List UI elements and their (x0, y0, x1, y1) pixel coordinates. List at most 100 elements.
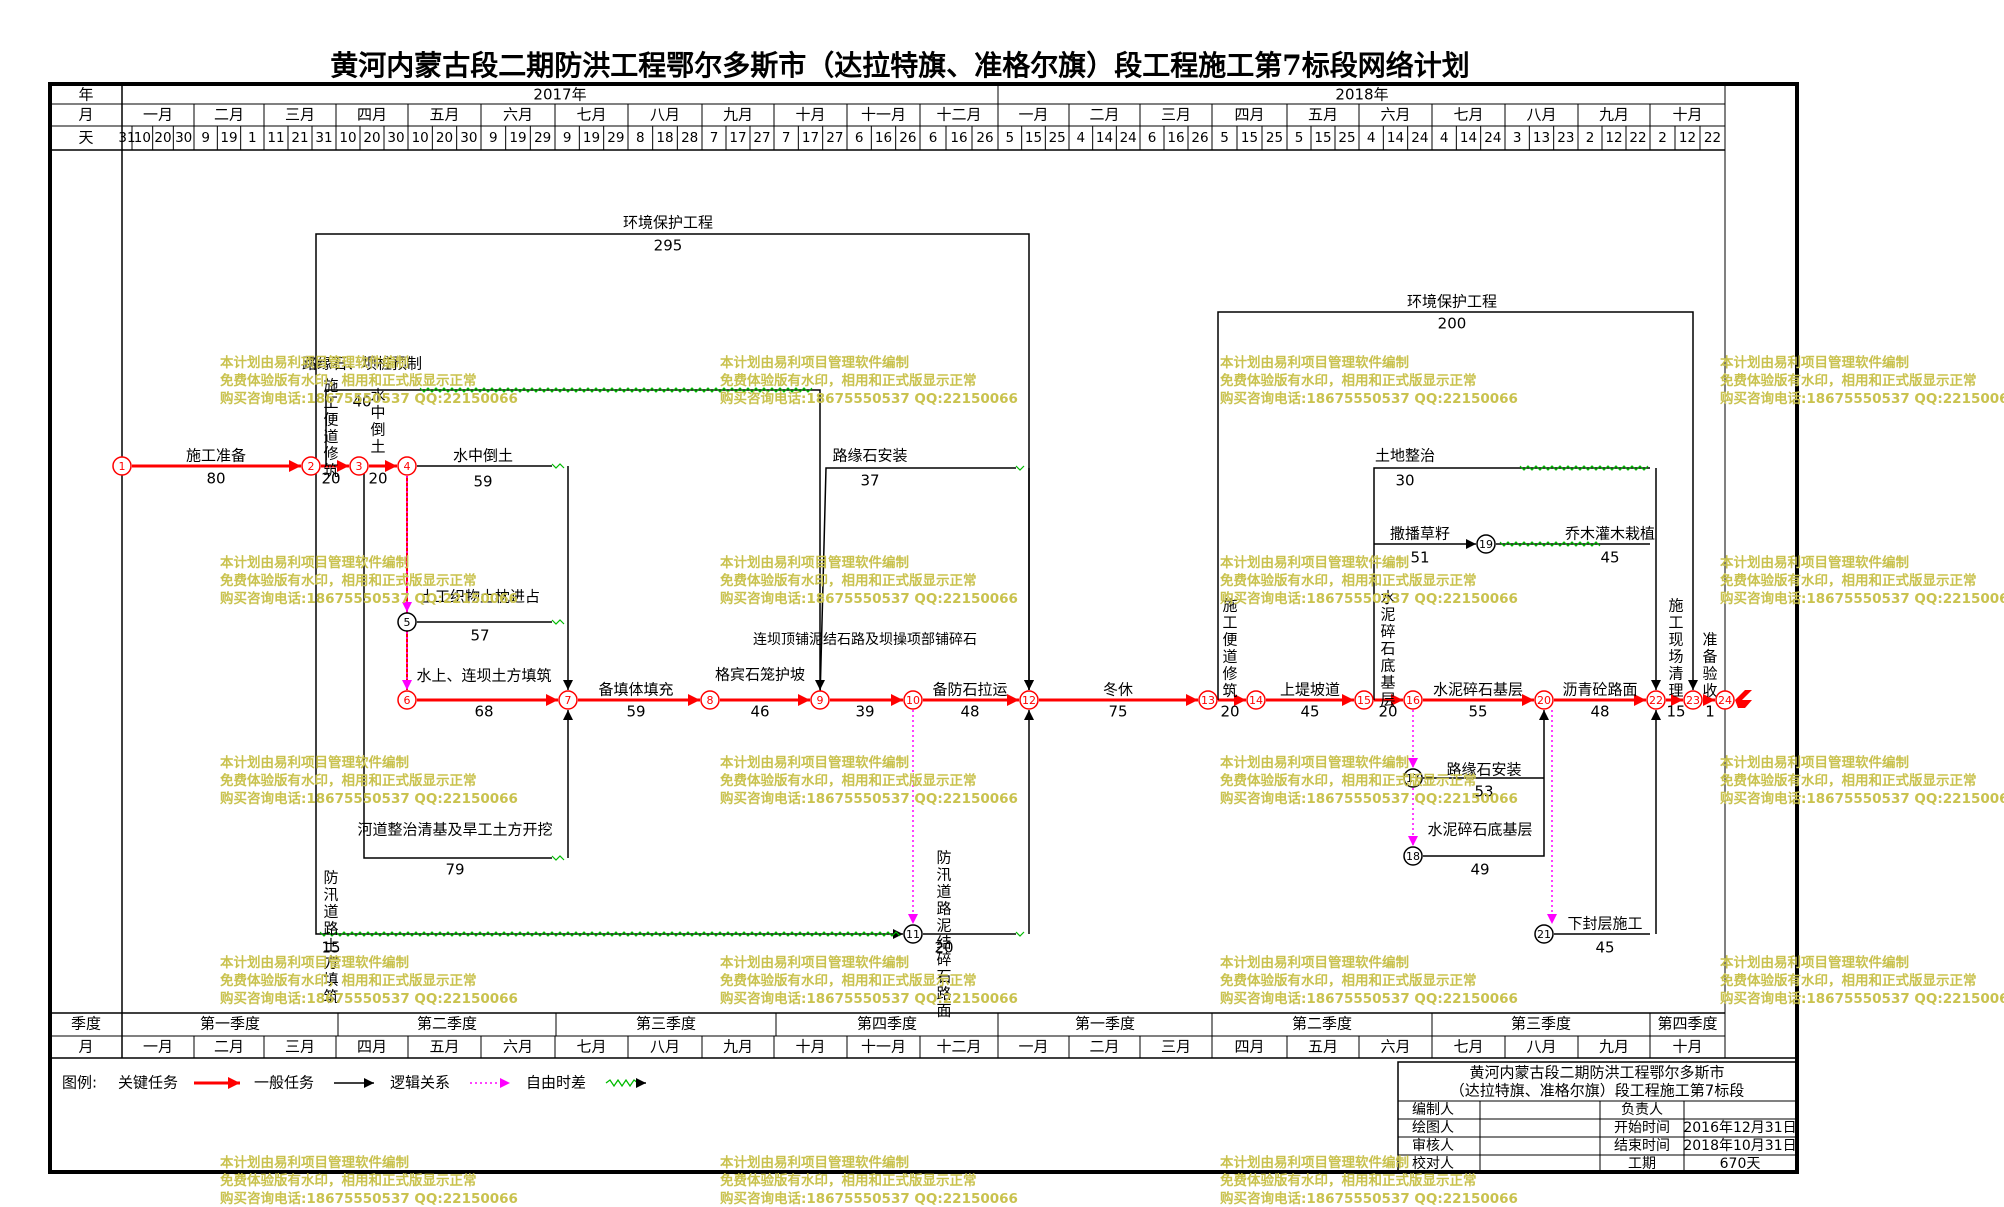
day-label: 14 (1460, 130, 1477, 146)
task-label: 层 (1380, 691, 1395, 709)
day-label: 10 (412, 130, 429, 146)
day-label: 5 (1220, 130, 1229, 146)
year-label-2018: 2018年 (1335, 86, 1388, 104)
task-arrow (1217, 311, 1698, 700)
watermark-line1: 本计划由易利项目管理软件编制 (1220, 554, 1409, 571)
task-label: 冬休 (1103, 681, 1133, 699)
watermark-line1: 本计划由易利项目管理软件编制 (220, 1154, 409, 1171)
task-duration: 75 (1108, 703, 1127, 721)
task-label: 填 (323, 971, 338, 989)
task-label: 沥青砼路面 (1562, 681, 1637, 699)
day-label: 20 (363, 130, 380, 146)
task-arrow (325, 389, 825, 690)
task-label: 筑 (323, 988, 338, 1006)
free-float-wave (1015, 931, 1025, 937)
task-label: 石 (936, 968, 951, 986)
task-label: 施 (1222, 597, 1237, 615)
month-header-label: 一月 (143, 106, 173, 124)
footer-month-label: 九月 (1599, 1038, 1629, 1056)
watermark-line2: 免费体验版有水印，相用和正式版显示正常 (1720, 772, 1977, 789)
month-header-label: 七月 (1453, 106, 1483, 124)
watermark-line3: 购买咨询电话:18675550537 QQ:22150066 (220, 390, 518, 407)
watermark-line3: 购买咨询电话:18675550537 QQ:22150066 (1220, 790, 1518, 807)
footer-month-label: 四月 (357, 1038, 387, 1056)
task-arrow (315, 233, 1034, 690)
task-label: 中 (370, 404, 385, 422)
quarter-label: 第一季度 (1075, 1015, 1135, 1033)
task-label: 水 (1380, 589, 1395, 607)
day-label: 27 (753, 130, 770, 146)
day-label: 10 (134, 130, 151, 146)
task-label: 修 (323, 445, 338, 463)
day-label: 4 (1440, 130, 1449, 146)
watermark-line1: 本计划由易利项目管理软件编制 (1220, 754, 1409, 771)
month-header-label: 五月 (1308, 106, 1338, 124)
day-label: 15 (1314, 130, 1331, 146)
task-label: 水中倒土 (453, 447, 513, 465)
watermark-line1: 本计划由易利项目管理软件编制 (1720, 754, 1909, 771)
free-float-wave (551, 619, 565, 625)
watermark-line2: 免费体验版有水印，相用和正式版显示正常 (220, 772, 477, 789)
day-label: 31 (118, 130, 135, 146)
node-label: 12 (1022, 694, 1036, 707)
task-label: 施工准备 (186, 447, 246, 465)
info-row-key: 开始时间 (1614, 1120, 1670, 1136)
node-13 (1198, 690, 1218, 710)
day-label: 3 (1513, 130, 1522, 146)
free-float-wave (319, 931, 901, 937)
task-label: 河道整治清基及旱工土方开挖 (357, 821, 552, 839)
footer-month-label: 七月 (576, 1038, 606, 1056)
quarter-label: 第三季度 (1511, 1015, 1571, 1033)
task-label: 道 (936, 883, 951, 901)
footer-month-label: 八月 (650, 1038, 680, 1056)
task-label: 验 (1702, 665, 1717, 683)
watermark-line2: 免费体验版有水印，相用和正式版显示正常 (220, 372, 477, 389)
watermark-line3: 购买咨询电话:18675550537 QQ:22150066 (1720, 990, 2004, 1007)
watermark-line3: 购买咨询电话:18675550537 QQ:22150066 (220, 1190, 518, 1207)
watermark-line3: 购买咨询电话:18675550537 QQ:22150066 (1720, 390, 2004, 407)
watermark-line1: 本计划由易利项目管理软件编制 (1720, 554, 1909, 571)
task-label: 环境保护工程 (623, 214, 713, 232)
task-label: 土 (323, 937, 338, 955)
node-4 (397, 456, 417, 476)
task-label: 防 (936, 849, 951, 867)
node-21 (1534, 924, 1554, 944)
day-label: 20 (436, 130, 453, 146)
task-duration: 48 (1590, 703, 1609, 721)
watermark-line1: 本计划由易利项目管理软件编制 (220, 354, 409, 371)
task-duration: 40 (352, 393, 371, 411)
node-24 (1715, 690, 1735, 710)
day-label: 25 (1049, 130, 1066, 146)
task-label: 汛 (323, 886, 338, 904)
info-title-line2: （达拉特旗、准格尔旗）段工程施工第7标段 (1450, 1082, 1745, 1100)
watermark-line1: 本计划由易利项目管理软件编制 (720, 1154, 909, 1171)
task-label: 方 (323, 954, 338, 972)
node-15 (1354, 690, 1374, 710)
day-label: 5 (1006, 130, 1015, 146)
watermark-line1: 本计划由易利项目管理软件编制 (720, 754, 909, 771)
day-label: 15 (1241, 130, 1258, 146)
node-label: 23 (1686, 694, 1700, 707)
task-duration: 30 (1395, 472, 1414, 490)
footer-month-label: 三月 (1161, 1038, 1191, 1056)
day-label: 6 (1148, 130, 1157, 146)
task-label: 筑 (323, 462, 338, 480)
day-label: 21 (291, 130, 308, 146)
task-arrow (1423, 710, 1549, 857)
day-label: 26 (1191, 130, 1208, 146)
task-label: 路缘石、坝桩预制 (302, 355, 422, 373)
day-label: 7 (710, 130, 719, 146)
watermark-line1: 本计划由易利项目管理软件编制 (1220, 1154, 1409, 1171)
node-label: 21 (1537, 928, 1551, 941)
day-label: 17 (729, 130, 746, 146)
legend-logic-label: 逻辑关系 (390, 1074, 450, 1092)
day-label: 19 (220, 130, 237, 146)
day-label: 25 (1266, 130, 1283, 146)
task-label: 汛 (936, 866, 951, 884)
node-2 (301, 456, 321, 476)
quarter-label: 第二季度 (417, 1015, 477, 1033)
day-label: 24 (1484, 130, 1501, 146)
day-label: 25 (1338, 130, 1355, 146)
info-title-line1: 黄河内蒙古段二期防洪工程鄂尔多斯市 (1469, 1064, 1724, 1082)
node-1 (112, 456, 132, 476)
